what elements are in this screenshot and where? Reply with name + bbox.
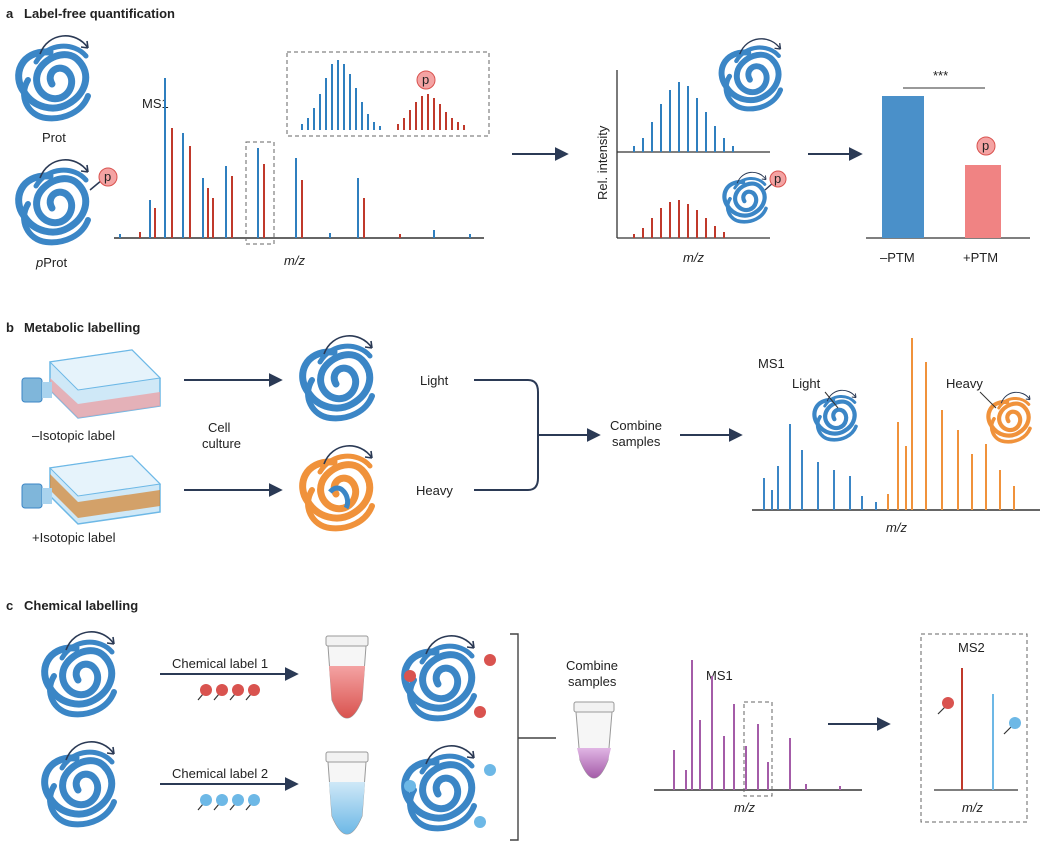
label2-linker (213, 803, 220, 811)
label1-tag (200, 684, 212, 696)
tube-label1-icon (325, 635, 369, 719)
light-protein-icon (303, 335, 372, 418)
bar-label-minus-ptm: –PTM (880, 250, 915, 265)
rel-xaxis-label: m/z (683, 250, 704, 265)
labelled-protein-2-tags-icon (404, 764, 496, 828)
merge-bracket-b (474, 379, 539, 491)
ms1-xaxis-b: m/z (886, 520, 907, 535)
panel-b-title: Metabolic labelling (24, 320, 140, 335)
label2-linker (197, 803, 204, 811)
chemical-label-1: Chemical label 1 (172, 656, 268, 671)
zoom-inset-peaks (301, 60, 465, 130)
merge-bracket-c (510, 633, 519, 841)
protein-c2-icon (45, 741, 114, 824)
prot-label: Prot (42, 130, 66, 145)
svg-text:p: p (422, 72, 429, 87)
protein-c1-icon (45, 631, 114, 714)
rel-phospho-badge-icon: p (764, 170, 787, 191)
light-peak-label: Light (792, 376, 821, 391)
svg-text:p: p (982, 138, 989, 153)
tube-combined-icon (573, 701, 615, 779)
flask-heavy-icon (21, 455, 162, 525)
heavy-protein-inner-icon (328, 485, 350, 510)
label1-linker (213, 693, 220, 701)
combine-c-line1: Combine (566, 658, 618, 673)
pprot-label: pProt (35, 255, 67, 270)
protein-icon (19, 35, 88, 118)
panel-c-title: Chemical labelling (24, 598, 138, 613)
ms2-box (920, 633, 1028, 823)
ms2-xaxis: m/z (962, 800, 983, 815)
ms1-label-c: MS1 (706, 668, 733, 683)
ms1-label-b: MS1 (758, 356, 785, 371)
significance-stars: *** (933, 68, 948, 83)
tube-label2-icon (325, 751, 369, 835)
ms1-spectrum-c (673, 660, 841, 790)
bar-plus-ptm (965, 165, 1001, 238)
bar-minus-ptm (882, 96, 924, 238)
ms1-spectrum-a (119, 78, 471, 238)
label2-tags-icon (197, 794, 260, 811)
zoom-box-c (743, 701, 773, 797)
minus-isotopic-label: –Isotopic label (32, 428, 115, 443)
label1-tags-icon (197, 684, 260, 701)
light-pointer (824, 391, 839, 409)
panel-c-letter: c (6, 598, 13, 613)
rel-intensity-label: Rel. intensity (595, 125, 610, 200)
label2-linker (245, 803, 252, 811)
label2-tag (216, 794, 228, 806)
label2-tag (248, 794, 260, 806)
ms1-xaxis-c: m/z (734, 800, 755, 815)
cell-culture-line2: culture (202, 436, 241, 451)
svg-text:p: p (104, 169, 111, 184)
plus-isotopic-label: +Isotopic label (32, 530, 116, 545)
heavy-label: Heavy (416, 483, 453, 498)
label1-tag (216, 684, 228, 696)
heavy-pointer (979, 391, 997, 409)
label1-linker (245, 693, 252, 701)
combine-b-line2: samples (612, 434, 661, 449)
phospho-protein-icon-small (724, 171, 766, 221)
label2-tag (200, 794, 212, 806)
light-label: Light (420, 373, 449, 388)
cell-culture-line1: Cell (208, 420, 231, 435)
combine-b-line1: Combine (610, 418, 662, 433)
ms2-tag-red-icon (937, 697, 954, 715)
label2-tag (232, 794, 244, 806)
ms2-tag-blue-icon (1003, 717, 1021, 735)
bar-label-plus-ptm: +PTM (963, 250, 998, 265)
inset-phospho-icon: p (416, 70, 436, 90)
protein-icon-top (722, 38, 781, 109)
panel-a-letter: a (6, 6, 14, 21)
svg-text:p: p (774, 171, 781, 186)
ms2-label: MS2 (958, 640, 985, 655)
combine-c-line2: samples (568, 674, 617, 689)
panel-b-letter: b (6, 320, 14, 335)
ms1-spectrum-b (763, 338, 1015, 510)
heavy-peak-label: Heavy (946, 376, 983, 391)
label1-linker (197, 693, 204, 701)
label1-tag (232, 684, 244, 696)
phospho-protein-icon (19, 159, 88, 242)
phospho-badge-icon: p (89, 167, 118, 191)
heavy-protein-small-icon (988, 391, 1030, 441)
ms1-label-a: MS1 (142, 96, 169, 111)
label2-linker (229, 803, 236, 811)
chemical-label-2: Chemical label 2 (172, 766, 268, 781)
light-protein-small-icon (814, 389, 856, 439)
label1-tag (248, 684, 260, 696)
bar-phospho-icon: p (976, 136, 996, 156)
zoom-box-a (245, 141, 275, 245)
label1-linker (229, 693, 236, 701)
panel-a-title: Label-free quantification (24, 6, 175, 21)
flask-light-icon (21, 349, 162, 419)
rel-intensity-peaks (633, 82, 734, 238)
labelled-protein-1-tags-icon (404, 654, 496, 718)
ms1-xaxis-a: m/z (284, 253, 305, 268)
